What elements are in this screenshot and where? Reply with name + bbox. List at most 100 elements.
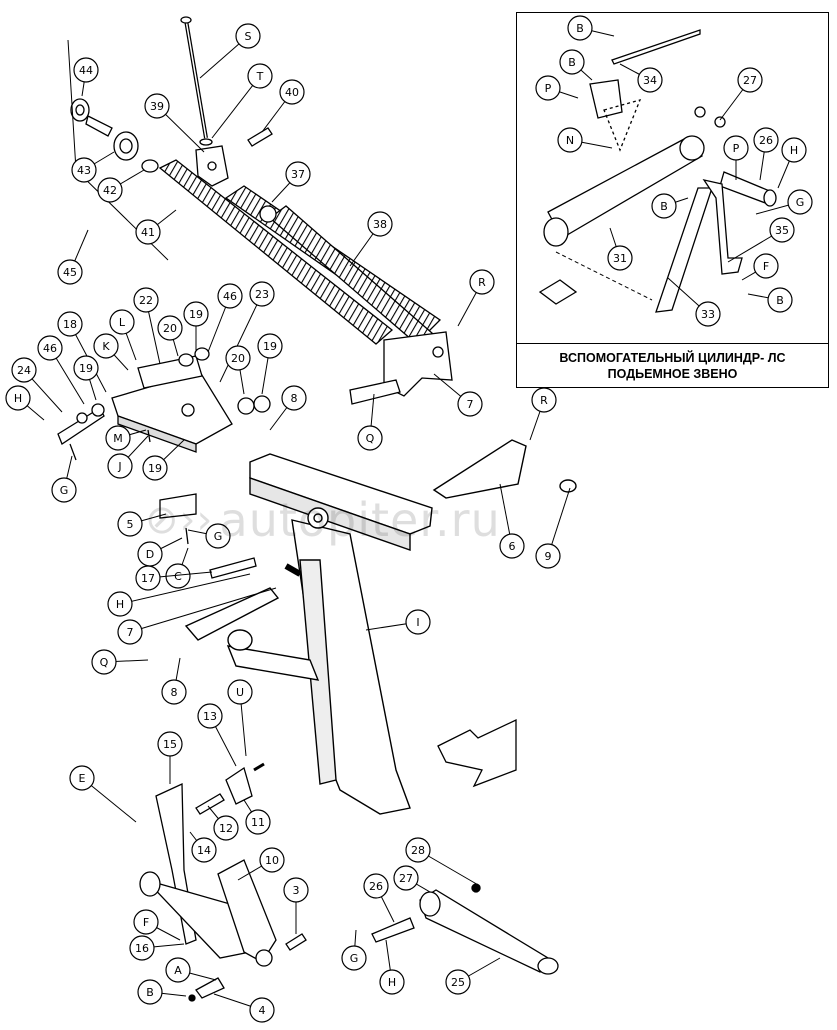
callout-label: 39 — [150, 100, 164, 113]
callout-46: 46 — [37, 335, 85, 405]
callout-n: N — [557, 127, 613, 153]
callout-circle — [787, 189, 813, 215]
callout-label: 9 — [545, 550, 552, 563]
callout-leader-line — [211, 75, 261, 139]
callout-28: 28 — [405, 837, 481, 887]
callout-label: E — [79, 772, 86, 785]
callout-m: M — [105, 425, 147, 451]
callout-a: A — [165, 957, 217, 983]
callout-label: 5 — [127, 518, 134, 531]
callout-circle — [723, 135, 749, 161]
callout-circle — [5, 385, 31, 411]
callout-27: 27 — [719, 67, 763, 121]
callout-circle — [73, 355, 99, 381]
callout-43: 43 — [71, 151, 115, 183]
callout-circle — [341, 945, 367, 971]
callout-label: M — [113, 432, 123, 445]
callout-circle — [107, 591, 133, 617]
callout-circle — [357, 425, 383, 451]
callout-label: 8 — [291, 392, 298, 405]
callout-circle — [753, 127, 779, 153]
inset-divider — [516, 343, 829, 344]
callout-circle — [259, 847, 285, 873]
callout-circle — [249, 281, 275, 307]
callout-circle — [257, 333, 283, 359]
callout-label: B — [576, 22, 584, 35]
callout-circle — [247, 63, 273, 89]
callout-label: 20 — [231, 352, 245, 365]
callout-circle — [157, 315, 183, 341]
callout-circle — [129, 935, 155, 961]
callout-label: F — [143, 916, 149, 929]
callout-circle — [217, 283, 243, 309]
callout-e: E — [69, 765, 137, 823]
callout-circle — [283, 877, 309, 903]
callout-24: 24 — [11, 357, 63, 413]
callout-label: 18 — [63, 318, 77, 331]
callout-circle — [637, 67, 663, 93]
callout-label: 24 — [17, 364, 31, 377]
callout-label: 26 — [759, 134, 773, 147]
callout-label: 3 — [293, 884, 300, 897]
callout-34: 34 — [619, 63, 663, 93]
callout-p: P — [535, 75, 579, 101]
callout-label: 17 — [141, 572, 155, 585]
callout-label: H — [388, 976, 396, 989]
callout-label: Q — [366, 432, 375, 445]
callout-circle — [71, 157, 97, 183]
callout-label: 37 — [291, 168, 305, 181]
callout-label: 46 — [223, 290, 237, 303]
callout-13: 13 — [197, 703, 237, 767]
callout-label: 19 — [189, 308, 203, 321]
callout-f: F — [133, 909, 181, 941]
callout-circle — [225, 345, 251, 371]
callout-circle — [767, 287, 793, 313]
callout-circle — [393, 865, 419, 891]
callout-g: G — [341, 929, 367, 971]
callout-circle — [535, 543, 561, 569]
main-frame — [184, 439, 577, 815]
inset-caption-line2: ПОДЬЕМНОЕ ЗВЕНО — [607, 367, 738, 381]
callout-8: 8 — [269, 385, 307, 431]
callout-circle — [183, 301, 209, 327]
callout-circle — [227, 679, 253, 705]
inset-caption-line1: ВСПОМОГАТЕЛЬНЫЙ ЦИЛИНДР- ЛС — [559, 351, 786, 365]
callout-circle — [91, 649, 117, 675]
callout-i: I — [365, 609, 431, 635]
callout-label: 43 — [77, 164, 91, 177]
callout-circle — [144, 93, 170, 119]
callout-41: 41 — [135, 209, 177, 245]
callout-r: R — [457, 269, 495, 327]
callout-circle — [69, 765, 95, 791]
callout-label: B — [568, 56, 576, 69]
callout-circle — [37, 335, 63, 361]
callout-label: I — [416, 616, 419, 629]
callout-circle — [135, 219, 161, 245]
callout-label: 45 — [63, 266, 77, 279]
callout-s: S — [199, 23, 261, 79]
callout-circle — [105, 425, 131, 451]
callout-label: 11 — [251, 816, 265, 829]
callout-circle — [107, 453, 133, 479]
callout-label: 46 — [43, 342, 57, 355]
callout-42: 42 — [97, 169, 145, 203]
callout-19: 19 — [142, 439, 185, 481]
callout-f: F — [741, 253, 779, 281]
callout-r: R — [529, 387, 557, 441]
callout-circle — [165, 957, 191, 983]
callout-h: H — [107, 573, 251, 617]
callout-7: 7 — [117, 587, 277, 645]
callout-20: 20 — [225, 345, 251, 395]
callout-b: B — [559, 49, 593, 81]
callout-label: N — [566, 134, 574, 147]
callout-d: D — [137, 537, 183, 567]
callout-g: G — [187, 523, 231, 549]
callout-11: 11 — [243, 799, 271, 835]
callout-20: 20 — [157, 315, 183, 357]
callout-circle — [249, 997, 275, 1023]
callout-circle — [197, 703, 223, 729]
callout-circle — [279, 79, 305, 105]
callout-label: P — [733, 142, 740, 155]
